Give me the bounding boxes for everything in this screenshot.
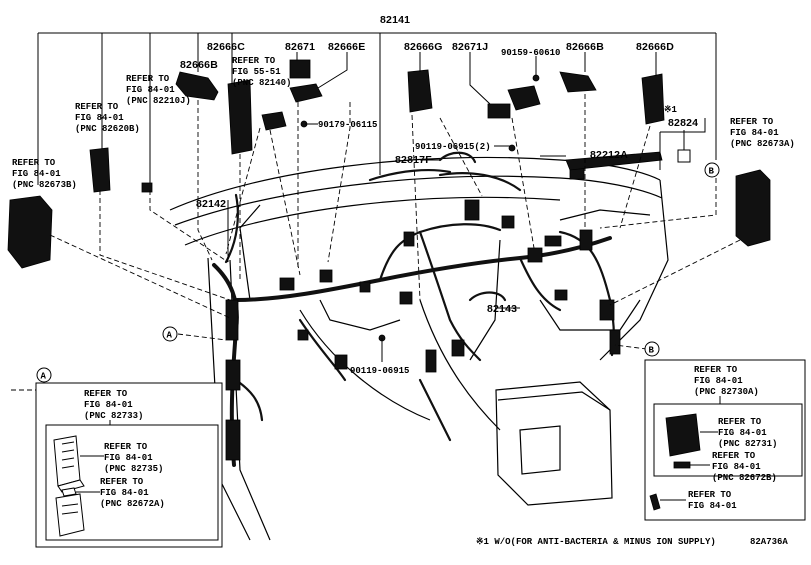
- inset-b-module: [665, 413, 701, 457]
- ref-82210j: REFER TO FIG 84-01 (PNC 82210J): [126, 74, 191, 106]
- svg-text:REFER TO: REFER TO: [232, 56, 276, 66]
- svg-text:FIG 84-01: FIG 84-01: [12, 169, 61, 179]
- part-82212a: [565, 151, 663, 171]
- footnote: ※1 W/O(FOR ANTI-BACTERIA & MINUS ION SUP…: [476, 537, 716, 547]
- marker-b: B: [649, 346, 655, 356]
- ref-82620b: REFER TO FIG 84-01 (PNC 82620B): [75, 102, 140, 134]
- svg-text:REFER TO: REFER TO: [84, 389, 128, 399]
- svg-text:FIG 84-01: FIG 84-01: [126, 85, 175, 95]
- connector-82666e: [289, 83, 323, 103]
- svg-text:FIG 84-01: FIG 84-01: [712, 462, 761, 472]
- svg-text:FIG 84-01: FIG 84-01: [730, 128, 779, 138]
- svg-text:FIG 84-01: FIG 84-01: [104, 453, 153, 463]
- bolt-90119-upper: [508, 144, 516, 152]
- connector-82666b-top: [175, 71, 219, 101]
- svg-text:(PNC 82673B): (PNC 82673B): [12, 180, 77, 190]
- label-82666c: 82666C: [207, 41, 245, 53]
- svg-text:REFER TO: REFER TO: [126, 74, 170, 84]
- connector-82671j: [487, 103, 511, 119]
- label-82666b-top: 82666B: [180, 59, 218, 71]
- main-part-label: 82141: [380, 14, 410, 26]
- harness-connectors: [225, 164, 621, 461]
- callout-markers: A B B: [162, 162, 720, 357]
- marker-b-top: B: [709, 167, 715, 177]
- connector-parts: [7, 59, 771, 342]
- part-82620b: [89, 147, 111, 193]
- note-mark: ※1: [664, 105, 678, 115]
- part-82673a: [735, 169, 771, 247]
- svg-text:REFER TO: REFER TO: [100, 477, 144, 487]
- svg-text:FIG 84-01: FIG 84-01: [84, 400, 133, 410]
- svg-text:REFER TO: REFER TO: [12, 158, 56, 168]
- svg-text:REFER TO: REFER TO: [104, 442, 148, 452]
- connector-82666d: [641, 73, 665, 125]
- svg-text:REFER TO: REFER TO: [730, 117, 774, 127]
- svg-text:(PNC 82210J): (PNC 82210J): [126, 96, 191, 106]
- svg-text:REFER TO: REFER TO: [75, 102, 119, 112]
- svg-text:FIG 55-51: FIG 55-51: [232, 67, 281, 77]
- label-82817f: 82817F: [395, 154, 432, 166]
- inset-a: A REFER TO FIG 84-01 (PNC 82733) REFER T…: [35, 367, 223, 548]
- ref-82673a: REFER TO FIG 84-01 (PNC 82673A): [730, 117, 795, 149]
- ref-82140: REFER TO FIG 55-51 (PNC 82140): [232, 56, 291, 88]
- connector-82666g: [407, 69, 433, 113]
- marker-a: A: [167, 331, 173, 341]
- label-90119-lower: 90119-06915: [350, 366, 409, 376]
- svg-text:(PNC 82735): (PNC 82735): [104, 464, 163, 474]
- label-82666g: 82666G: [404, 41, 443, 53]
- connector-90159: [507, 85, 541, 111]
- svg-text:(PNC 82730A): (PNC 82730A): [694, 387, 759, 397]
- label-82142: 82142: [196, 198, 226, 210]
- connector-82671: [289, 59, 311, 79]
- label-90179: 90179-06115: [318, 120, 377, 130]
- label-82143: 82143: [487, 303, 517, 315]
- svg-text:REFER TO: REFER TO: [712, 451, 756, 461]
- svg-text:FIG 84-01: FIG 84-01: [688, 501, 737, 511]
- svg-text:FIG 84-01: FIG 84-01: [100, 488, 149, 498]
- svg-text:(PNC 82733): (PNC 82733): [84, 411, 143, 421]
- svg-text:(PNC 82673A): (PNC 82673A): [730, 139, 795, 149]
- svg-text:(PNC 82672A): (PNC 82672A): [100, 499, 165, 509]
- label-82671j: 82671J: [452, 41, 488, 53]
- part-82210j: [141, 182, 153, 193]
- dashed-lines: [10, 94, 741, 391]
- svg-text:(PNC 82672B): (PNC 82672B): [712, 473, 777, 483]
- part-82140: [261, 111, 287, 131]
- svg-text:FIG 84-01: FIG 84-01: [75, 113, 124, 123]
- ref-82673b: REFER TO FIG 84-01 (PNC 82673B): [12, 158, 77, 190]
- part-82817f: [438, 151, 477, 164]
- connector-82666b-right: [559, 71, 597, 93]
- wire-harness: [212, 168, 615, 467]
- inset-a-marker: A: [41, 372, 47, 382]
- svg-text:FIG 84-01: FIG 84-01: [718, 428, 767, 438]
- svg-text:REFER TO: REFER TO: [688, 490, 732, 500]
- part-82673b: [7, 195, 53, 269]
- svg-text:(PNC 82140): (PNC 82140): [232, 78, 291, 88]
- label-82212a: 82212A: [590, 149, 628, 161]
- inset-b: REFER TO FIG 84-01 (PNC 82730A) REFER TO…: [644, 359, 806, 521]
- label-82666d: 82666D: [636, 41, 674, 53]
- label-90159: 90159-60610: [501, 48, 560, 58]
- svg-text:(PNC 82731): (PNC 82731): [718, 439, 777, 449]
- part-labels: 82666B 82666C 82671 82666E 82666G 82671J…: [180, 41, 698, 376]
- label-82671: 82671: [285, 41, 315, 53]
- label-82666b-right: 82666B: [566, 41, 604, 53]
- part-82824-box: [677, 149, 691, 163]
- connector-82666c: [227, 79, 253, 155]
- diagram-code: 82A736A: [750, 537, 788, 547]
- label-82666e: 82666E: [328, 41, 365, 53]
- svg-text:FIG 84-01: FIG 84-01: [694, 376, 743, 386]
- label-82824: 82824: [668, 117, 698, 129]
- leader-lines: [197, 52, 706, 362]
- svg-text:REFER TO: REFER TO: [718, 417, 762, 427]
- main-part-bracket: 82141: [37, 14, 717, 185]
- svg-text:REFER TO: REFER TO: [694, 365, 738, 375]
- label-90119-upper: 90119-06915(2): [415, 142, 491, 152]
- svg-text:(PNC 82620B): (PNC 82620B): [75, 124, 140, 134]
- dashboard-outline: [169, 156, 669, 541]
